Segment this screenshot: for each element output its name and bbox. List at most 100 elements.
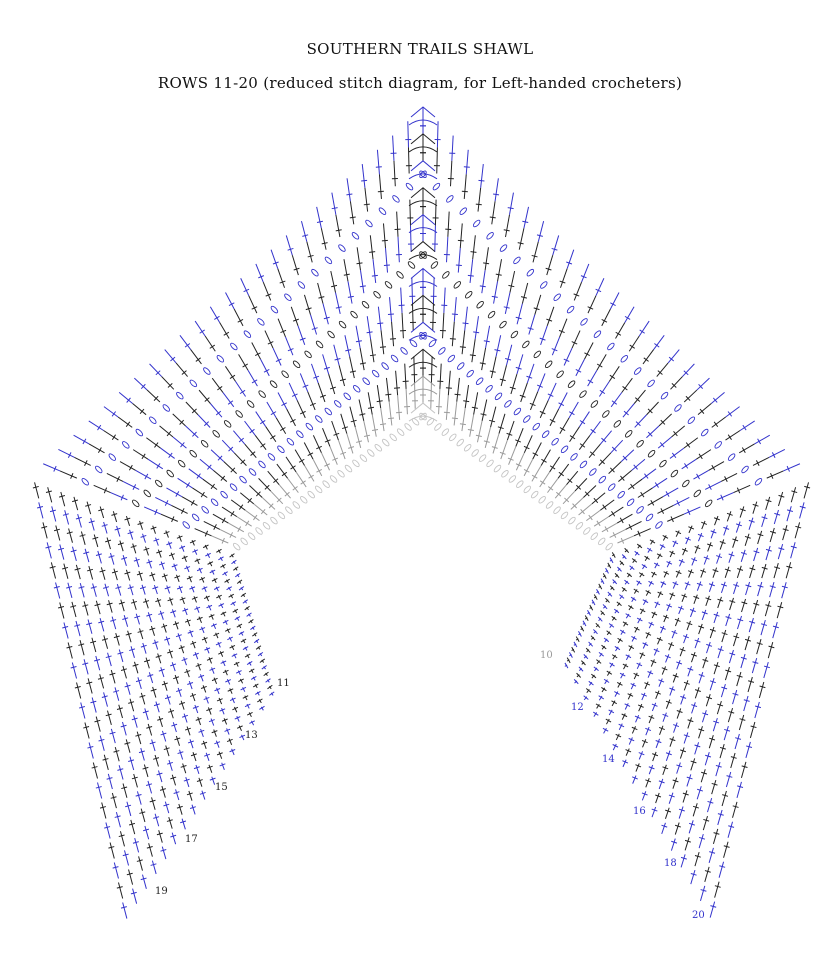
stitch-mark — [173, 674, 180, 685]
stitch-mark — [719, 743, 726, 759]
stitch-mark — [328, 374, 336, 395]
stitch-mark — [210, 449, 225, 463]
stitch-mark — [428, 356, 435, 383]
stitch-mark — [688, 525, 695, 534]
stitch-mark — [330, 270, 338, 293]
stitch-mark — [235, 381, 247, 397]
chain-stitch — [494, 392, 503, 401]
apex-shell — [408, 402, 438, 422]
stitch-mark — [694, 637, 701, 649]
chain-stitch — [108, 453, 117, 461]
stitch-mark — [520, 282, 529, 304]
chain-stitch — [409, 339, 418, 348]
stitch-mark — [705, 694, 713, 707]
stitch-mark — [610, 392, 623, 408]
stitch-mark — [666, 560, 673, 568]
chain-stitch — [419, 170, 427, 179]
chain-stitch — [419, 170, 427, 179]
stitch-mark — [758, 681, 766, 699]
stitch-mark — [132, 838, 140, 853]
stitch-mark — [736, 781, 744, 798]
stitch-mark — [149, 363, 163, 377]
stitch-mark — [783, 463, 801, 472]
stitch-mark — [661, 666, 668, 675]
chain-stitch — [352, 459, 360, 468]
stitch-mark — [260, 358, 270, 377]
stitch-mark — [114, 525, 121, 537]
chain-stitch — [499, 244, 508, 252]
stitch-mark — [227, 636, 233, 642]
stitch-mark — [287, 478, 299, 493]
chain-stitch — [589, 468, 597, 476]
chain-stitch — [442, 271, 450, 279]
stitch-mark — [687, 717, 694, 729]
stitch-mark — [641, 468, 657, 480]
stitch-mark — [658, 413, 672, 427]
stitch-mark — [201, 636, 208, 644]
stitch-mark — [85, 501, 92, 515]
chain-stitch — [262, 522, 271, 530]
chain-stitch — [597, 537, 606, 546]
stitch-mark — [570, 497, 584, 510]
stitch-mark — [196, 777, 203, 787]
stitch-mark — [595, 622, 601, 628]
stitch-mark — [201, 586, 208, 592]
stitch-mark — [134, 613, 141, 625]
stitch-mark — [616, 601, 622, 607]
chain-stitch — [608, 483, 616, 491]
stitch-mark — [66, 528, 73, 543]
stitch-mark — [166, 487, 183, 498]
stitch-mark — [709, 626, 716, 639]
chain-stitch — [373, 291, 381, 299]
stitch-mark — [149, 739, 156, 752]
stitch-mark — [785, 562, 793, 579]
stitch-mark — [138, 747, 145, 761]
stitch-mark — [202, 544, 209, 550]
row-label-12: 12 — [571, 702, 584, 713]
stitch-mark — [70, 662, 78, 679]
stitch-mark — [331, 420, 340, 441]
stitch-mark — [215, 641, 222, 648]
stitch-mark — [720, 472, 738, 482]
stitch-mark — [340, 413, 349, 434]
stitch-mark — [150, 860, 157, 875]
chain-stitch — [182, 521, 190, 529]
stitch-mark — [172, 413, 186, 427]
stitch-mark — [122, 480, 140, 490]
stitch-mark — [407, 225, 414, 252]
row-label-17: 17 — [185, 834, 198, 845]
stitch-mark — [137, 628, 144, 640]
stitch-mark — [673, 496, 690, 506]
stitch-mark — [255, 645, 262, 650]
stitch-mark — [62, 563, 69, 579]
row-label-14: 14 — [602, 754, 615, 765]
stitch-mark — [288, 382, 298, 401]
stitch-mark — [634, 626, 640, 633]
chain-stitch — [501, 470, 509, 478]
stitch-mark — [757, 530, 764, 545]
stitch-mark — [605, 567, 609, 574]
stitch-mark — [143, 825, 150, 840]
stitch-mark — [405, 147, 412, 174]
stitch-mark — [515, 452, 525, 471]
stitch-mark — [449, 135, 456, 161]
stitch-mark — [589, 420, 601, 436]
stitch-mark — [246, 612, 252, 617]
stitch-mark — [110, 492, 128, 501]
stitch-mark — [786, 506, 793, 522]
chain-stitch — [300, 496, 308, 504]
stitch-mark — [517, 228, 525, 250]
stitch-mark — [211, 623, 217, 630]
stitch-mark — [636, 662, 643, 670]
chain-stitch — [381, 362, 389, 370]
chain-stitch — [541, 430, 550, 438]
stitch-mark — [211, 677, 218, 684]
stitch-mark — [299, 373, 309, 392]
stitch-mark — [206, 657, 213, 664]
stitch-mark — [236, 579, 243, 584]
stitch-mark — [574, 478, 588, 492]
stitch-mark — [650, 659, 657, 667]
stitch-mark — [349, 356, 356, 379]
stitch-mark — [622, 403, 635, 418]
